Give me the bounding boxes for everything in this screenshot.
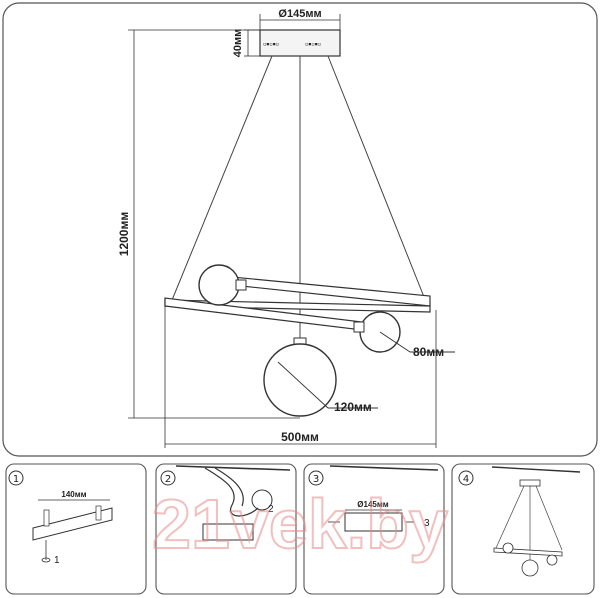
main-frame (2, 2, 598, 457)
step-3-marker: 3 (424, 518, 430, 529)
small-shade-left (198, 264, 247, 306)
large-shade (263, 337, 337, 417)
dim-width: 500мм (281, 430, 319, 444)
step-1-number: 1 (13, 474, 19, 485)
dim-total-height: 1200мм (117, 212, 131, 257)
step-panel-4: 4 (451, 463, 595, 595)
dim-canopy-height: 40мм (232, 29, 244, 58)
step-1-dim: 140мм (61, 490, 86, 499)
step-2-number: 2 (165, 474, 171, 485)
small-shade-right (353, 311, 401, 353)
step-panel-1: 1 140мм 1 (5, 463, 147, 595)
dim-small-shade: 80мм (413, 345, 444, 359)
step-3-number: 3 (313, 474, 319, 485)
step-2-marker: 2 (268, 504, 274, 515)
step-1-marker: 1 (54, 555, 60, 566)
suspension-cables (169, 55, 431, 342)
step-panel-2: 2 2 (155, 463, 297, 595)
canopy: ▫▪▫▪▫ ▫▪▫▪▫ (259, 29, 341, 57)
step-panel-3: 3 Ø145мм 3 (303, 463, 445, 595)
dim-large-shade: 120мм (334, 400, 372, 414)
step-3-dim: Ø145мм (357, 500, 388, 509)
svg-text:▫▪▫▪▫: ▫▪▫▪▫ (305, 39, 321, 49)
dim-diameter: Ø145мм (278, 8, 321, 20)
step-4-number: 4 (463, 474, 469, 485)
svg-text:▫▪▫▪▫: ▫▪▫▪▫ (263, 39, 279, 49)
watermark-text: 21vek.by (152, 485, 448, 563)
